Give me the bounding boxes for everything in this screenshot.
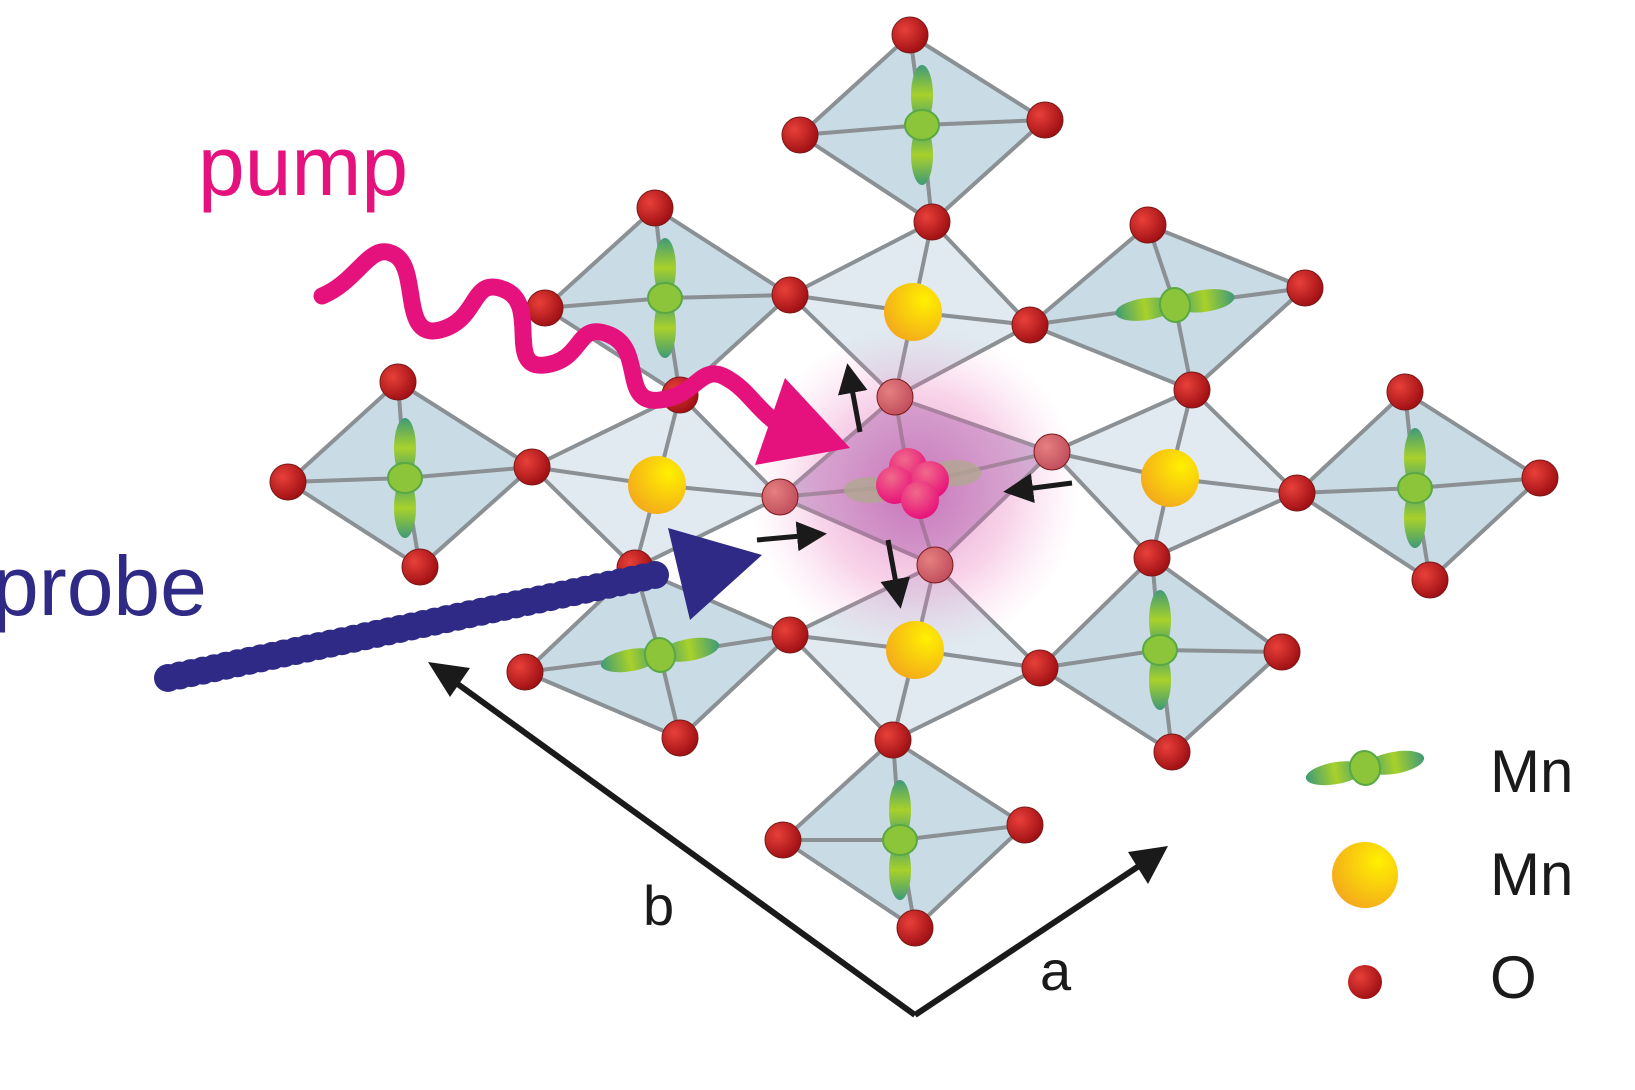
bond [287,476,406,484]
legend: Mn Mn O [1301,738,1573,1011]
oxygen-ion [891,16,929,54]
oxygen-ion [506,653,544,691]
oxygen-ion [1263,633,1301,671]
pump-arrowhead [755,378,850,465]
bond [404,465,533,480]
bond [921,118,1046,127]
oxygen-ion [269,463,307,501]
oxygen-ion [513,448,551,486]
oxygen-ion [1006,806,1044,844]
oxygen-ion [764,821,802,859]
oxygen-ion [1033,433,1071,471]
oxygen-ion [913,203,951,241]
oxygen-ion [1021,649,1059,687]
legend-label-o: O [1490,944,1537,1011]
mn4-ion [884,283,942,341]
oxygen-ion [1173,371,1211,409]
yellow-sphere-icon [1332,842,1398,908]
oxygen-ion [1521,459,1559,497]
axis-a-label: a [1040,939,1072,1002]
oxygen-ion [1278,474,1316,512]
oxygen-ion [916,546,954,584]
legend-label-mn4: Mn [1490,841,1573,908]
oxygen-ion [874,721,912,759]
pump-wavy-arrow [313,243,799,441]
oxygen-ion [1026,101,1064,139]
oxygen-ion [1011,306,1049,344]
bond [1296,486,1416,495]
oxygen-ion [1411,561,1449,599]
bond [1159,648,1283,654]
bond [544,296,666,310]
probe-arrowhead [668,528,762,620]
oxygen-ion [761,478,799,516]
oxygen-ion [896,909,934,947]
oxygen-ion [1286,269,1324,307]
oxygen-ion [771,276,809,314]
legend-label-mn3: Mn [1490,738,1573,805]
bond [1039,648,1161,670]
probe-label: probe [0,539,207,633]
oxygen-ion [1386,373,1424,411]
crystal-axes: b a [428,662,1168,1018]
oxygen-ion [636,189,674,227]
axis-b-arrow [446,674,917,1018]
oxygen-ion [379,363,417,401]
mn4-ion [886,621,944,679]
distortion-arrow [1003,473,1073,503]
oxygen-ion [771,616,809,654]
axis-a-arrowhead [1128,846,1168,884]
bond [664,293,791,300]
oxygen-ion [1133,539,1171,577]
overlay: probe [0,363,1073,692]
bond [899,823,1026,842]
lattice [269,16,1559,947]
distortion-arrow [756,521,827,552]
axis-b-label: b [643,874,674,937]
axis-a-arrow [913,857,1150,1018]
bond [1414,476,1541,490]
distortion-arrow [837,363,868,433]
excited-sphere [901,481,939,519]
mn4-ion [1141,449,1199,507]
distortion-arrow [880,539,911,609]
mn4-ion [628,456,686,514]
oxygen-ion [661,719,699,757]
oxygen-ion [526,289,564,327]
probe-beam: probe [0,528,762,692]
oxygen-ion [1129,206,1167,244]
pump-beam: pump [198,119,850,465]
oxygen-ion [781,116,819,154]
oxygen-ion [876,378,914,416]
axis-b-arrowhead [428,662,470,697]
pump-label: pump [198,119,408,213]
probe-bead [641,561,669,589]
red-sphere-icon [1348,965,1382,999]
orbital-icon [1301,739,1429,797]
bond [799,123,923,137]
oxygen-ion [401,548,439,586]
oxygen-ion [1153,733,1191,771]
